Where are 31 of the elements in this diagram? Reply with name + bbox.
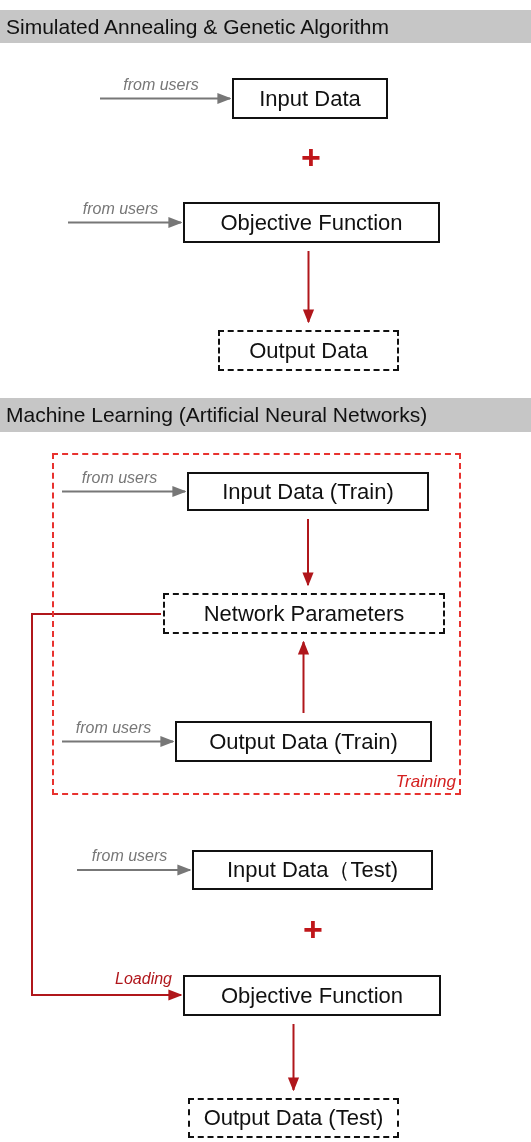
process-box: Output Data (Train) [175, 721, 432, 762]
arrow [99, 92, 232, 105]
section-header-band: Simulated Annealing & Genetic Algorithm [0, 10, 531, 43]
process-box: Objective Function [183, 202, 440, 243]
edge-label: from users [81, 200, 160, 217]
edge-label: from users [122, 76, 200, 93]
arrow [76, 864, 192, 876]
plus-sign: + [303, 912, 323, 946]
arrow [61, 735, 175, 748]
dashed-box: Output Data (Test) [188, 1098, 399, 1138]
arrow [31, 613, 183, 1001]
edge-label: from users [74, 719, 153, 736]
process-box: Objective Function [183, 975, 441, 1016]
edge-label: from users [80, 469, 159, 486]
arrow [302, 250, 315, 324]
edge-label: from users [90, 848, 169, 864]
process-box: Input Data（Test) [192, 850, 433, 890]
plus-sign: + [301, 140, 321, 174]
section-header-band: Machine Learning (Artificial Neural Networks) [0, 398, 531, 432]
process-box: Input Data (Train) [187, 472, 429, 511]
training-region [52, 453, 461, 795]
dashed-box: Output Data [218, 330, 399, 371]
arrow [67, 216, 183, 229]
arrow [61, 485, 187, 498]
edge-label: Loading [114, 971, 173, 987]
arrow [287, 1023, 300, 1092]
arrow [302, 518, 314, 587]
dashed-box: Network Parameters [163, 593, 445, 634]
region-label: Training [395, 772, 456, 792]
process-box: Input Data [232, 78, 388, 119]
arrow [297, 640, 310, 714]
